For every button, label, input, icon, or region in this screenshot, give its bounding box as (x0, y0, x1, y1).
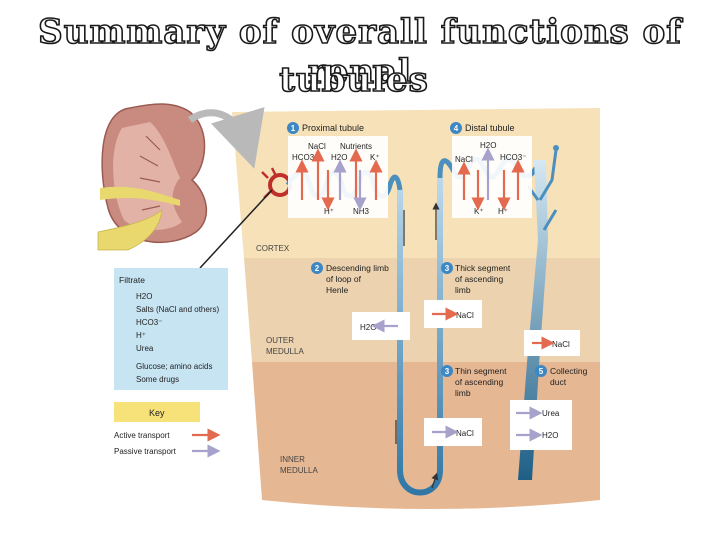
pointer-line (199, 189, 273, 269)
segment-5-line-2: duct (550, 377, 567, 387)
outer-medulla-label-2: MEDULLA (266, 347, 304, 356)
segment-3-line-1: Thick segment (455, 263, 511, 273)
kidney-illustration (97, 103, 208, 251)
key-passive-label: Passive transport (114, 447, 177, 456)
segment-3b-line-2: of ascending (455, 377, 503, 387)
distal-nacl: NaCl (455, 155, 473, 164)
segment-4-label: Distal tubule (465, 123, 515, 133)
proximal-nh3: NH3 (353, 207, 370, 216)
proximal-hco3: HCO3⁻ (292, 153, 318, 162)
segment-3-badge (441, 262, 453, 274)
nacl-thick-label: NaCl (456, 311, 474, 320)
filtrate-panel (114, 268, 228, 390)
segment-3b-line-3: limb (455, 388, 471, 398)
segment-2-line-3: Henle (326, 285, 348, 295)
segment-2-line-1: Descending limb (326, 263, 389, 273)
outer-medulla-label-1: OUTER (266, 336, 294, 345)
h2o-desc-label: H2O (360, 323, 376, 332)
segment-1-number: 1 (291, 124, 296, 133)
segment-3b-line-1: Thin segment (455, 366, 507, 376)
nacl-cd-label: NaCl (552, 340, 570, 349)
proximal-nacl: NaCl (308, 142, 326, 151)
proximal-k: K⁺ (370, 153, 380, 162)
nacl-thin-label: NaCl (456, 429, 474, 438)
page-title-line-1: Summary of overall functions of renal (37, 11, 682, 93)
proximal-h2o: H2O (331, 153, 347, 162)
filtrate-item-6: Some drugs (136, 375, 179, 384)
segment-3-line-3: limb (455, 285, 471, 295)
filtrate-item-3: H⁺ (136, 331, 146, 340)
segment-1-label: Proximal tubule (302, 123, 364, 133)
key-heading: Key (149, 408, 165, 418)
segment-5-number: 5 (539, 367, 544, 376)
segment-3-number: 3 (445, 264, 450, 273)
urea-label: Urea (542, 409, 560, 418)
h2o-cd-label: H2O (542, 431, 558, 440)
distal-k: K⁺ (474, 207, 484, 216)
filtrate-item-4: Urea (136, 344, 154, 353)
proximal-nutrients: Nutrients (340, 142, 372, 151)
cortex-label: CORTEX (256, 244, 290, 253)
segment-3-line-2: of ascending (455, 274, 503, 284)
distal-hco3: HCO3⁻ (500, 153, 526, 162)
proximal-box (288, 136, 388, 218)
filtrate-item-2: HCO3⁻ (136, 318, 162, 327)
distal-h2o: H2O (480, 141, 496, 150)
key-active-label: Active transport (114, 431, 170, 440)
distal-h: H⁺ (498, 207, 508, 216)
cd-urea-h2o-box (510, 400, 572, 450)
outer-medulla-zone (244, 258, 600, 362)
key-header (114, 402, 200, 422)
segment-2-line-2: of loop of (326, 274, 362, 284)
proximal-h: H⁺ (324, 207, 334, 216)
segment-3b-number: 3 (445, 367, 450, 376)
segment-2-badge (311, 262, 323, 274)
segment-2-number: 2 (315, 264, 320, 273)
filtrate-item-0: H2O (136, 292, 152, 301)
segment-4-badge (450, 122, 462, 134)
segment-5-badge (535, 365, 547, 377)
segment-3b-badge (441, 365, 453, 377)
segment-1-badge (287, 122, 299, 134)
filtrate-item-5: Glucose; amino acids (136, 362, 212, 371)
inner-medulla-label-2: MEDULLA (280, 466, 318, 475)
page-title-line-2: tubules (278, 59, 429, 101)
filtrate-item-1: Salts (NaCl and others) (136, 305, 219, 314)
curved-arrow (187, 106, 265, 169)
segment-4-number: 4 (454, 124, 459, 133)
inner-medulla-label-1: INNER (280, 455, 305, 464)
segment-5-line-1: Collecting (550, 366, 588, 376)
filtrate-heading: Filtrate (119, 275, 145, 285)
